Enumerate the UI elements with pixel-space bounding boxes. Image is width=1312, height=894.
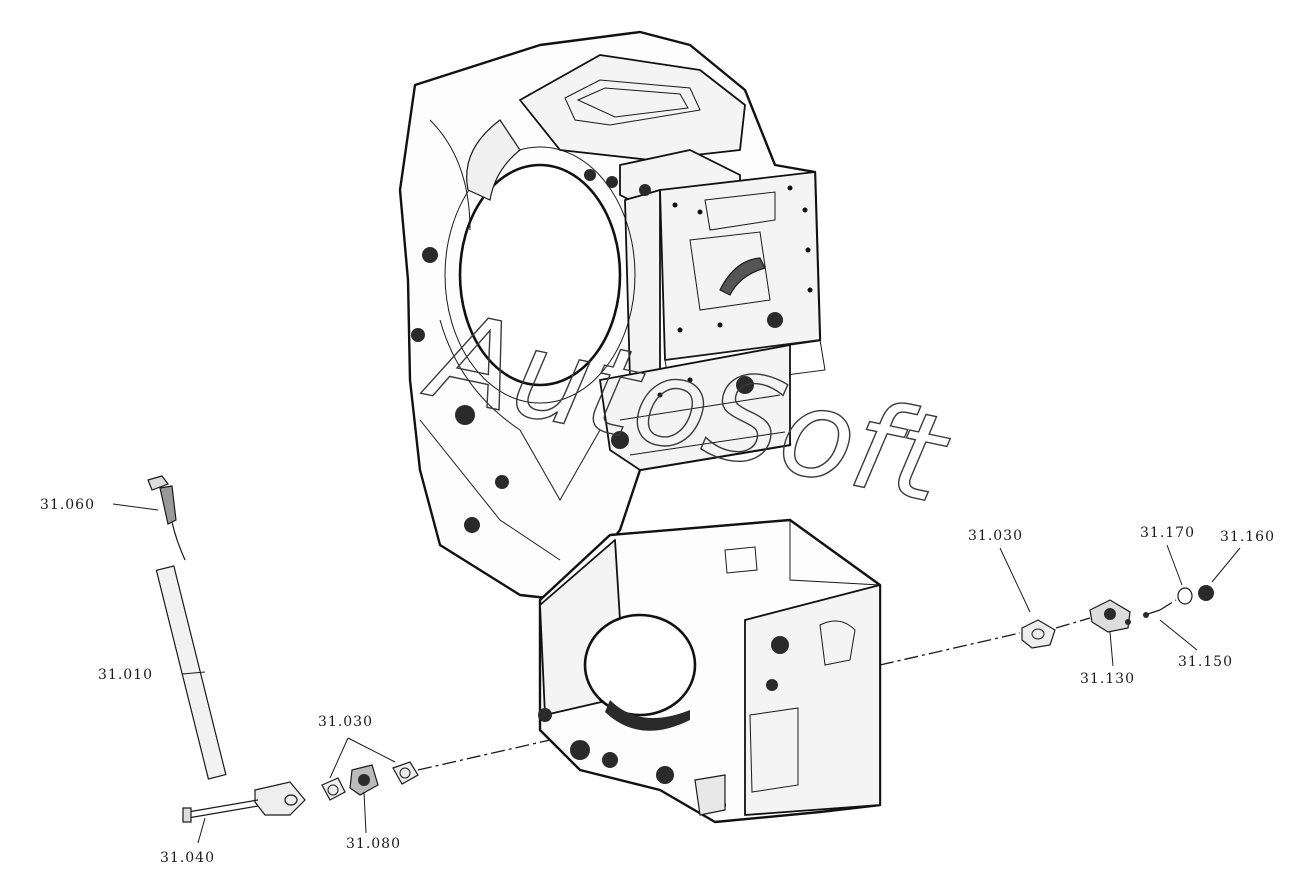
callout-leaders [112,503,1241,844]
callout-31040: 31.040 [160,850,215,866]
left-seal-group [321,761,419,801]
assembly-axis-lines [417,599,1177,771]
callout-31010: 31.010 [98,667,153,683]
callout-31170: 31.170 [1140,525,1195,541]
callout-31030-right: 31.030 [968,528,1023,544]
callout-31150: 31.150 [1178,654,1233,670]
callout-31160: 31.160 [1220,529,1275,545]
callout-31080: 31.080 [346,836,401,852]
callout-31030-left: 31.030 [318,714,373,730]
dipstick-assembly [147,475,306,823]
callout-31130: 31.130 [1080,671,1135,687]
transmission-housing [398,30,882,824]
right-fitting-group [1021,585,1214,649]
callout-labels: 31.060 31.010 31.040 31.030 31.080 31.03… [40,497,1275,866]
callout-31060: 31.060 [40,497,95,513]
